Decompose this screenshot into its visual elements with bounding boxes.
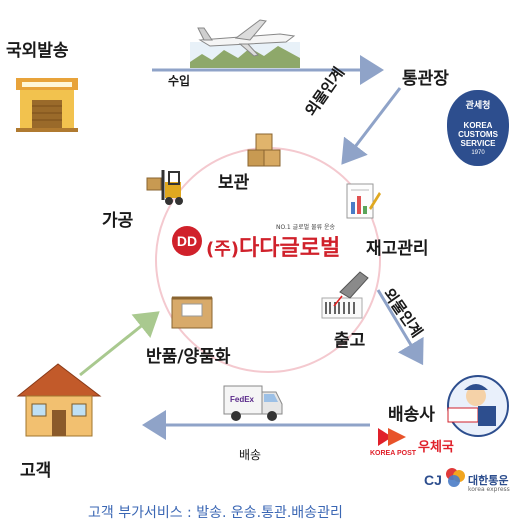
cj-mark: CJ — [424, 472, 442, 488]
customs-badge-top: 관세청 — [465, 100, 491, 110]
transfer-arrow-2 — [376, 289, 424, 366]
delivery-label: 배송 — [239, 448, 262, 462]
post-en-label: KOREA POST — [370, 450, 417, 457]
shipping-out-label: 출고 — [334, 331, 366, 351]
cj-brand-label: 대한통운 — [468, 474, 509, 487]
customer-label: 고객 — [20, 461, 52, 481]
cargo-warehouse-icon — [16, 78, 78, 132]
customs-badge-line1: KOREA — [463, 121, 493, 130]
delivery-co-label: 배송사 — [388, 405, 435, 425]
logo-prefix: (주) — [206, 239, 240, 260]
post-brand-label: 우체국 — [418, 440, 454, 455]
delivery-van-icon: FedEx — [223, 385, 283, 421]
stacked-boxes-icon — [247, 133, 281, 167]
logo-text: (주)다다글로벌 — [206, 230, 340, 262]
origin-label: 국외발송 — [6, 41, 69, 61]
inventory-document-icon — [346, 183, 381, 219]
barcode-scanner-icon — [321, 271, 369, 319]
logo-mark: DD — [172, 226, 202, 256]
footer-text: 고객 부가서비스 : 발송. 운송.통관.배송관리 — [88, 505, 343, 521]
svg-text:FedEx: FedEx — [230, 395, 255, 404]
korea-post-logo-icon — [378, 428, 406, 446]
parcel-box-icon — [171, 296, 213, 329]
customs-badge-year: 1970 — [471, 150, 485, 156]
airplane-icon — [190, 19, 300, 68]
returns-label: 반품/양품화 — [146, 347, 231, 367]
company-logo: DD NO.1 글로벌 물류 운송 (주)다다글로벌 — [172, 222, 372, 262]
customs-badge-line3: SERVICE — [460, 139, 496, 148]
customs-badge-line2: CUSTOMS — [458, 130, 498, 139]
customs-label: 통관장 — [402, 69, 449, 89]
logo-name: 다다글로벌 — [239, 236, 341, 261]
import-label: 수입 — [168, 74, 191, 88]
forklift-icon — [146, 170, 183, 205]
cj-logo-icon — [446, 468, 465, 487]
customs-badge: 관세청 KOREA CUSTOMS SERVICE 1970 — [447, 90, 509, 166]
processing-label: 가공 — [102, 211, 134, 231]
courier-character-icon — [447, 375, 509, 437]
return-arrow — [79, 311, 160, 377]
logo-tagline: NO.1 글로벌 물류 운송 — [276, 224, 336, 231]
storage-label: 보관 — [218, 173, 250, 193]
cj-en-label: korea express — [468, 486, 510, 493]
transfer-arrow-1 — [341, 87, 402, 165]
house-icon — [16, 363, 102, 437]
inventory-label: 재고관리 — [366, 239, 429, 259]
